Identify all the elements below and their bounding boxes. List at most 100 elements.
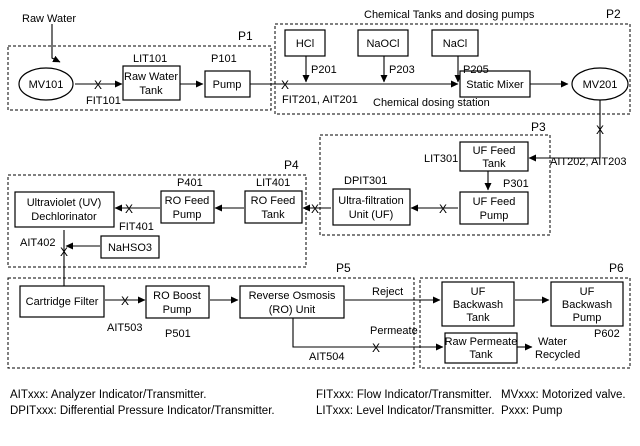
label-fit201-ait201: FIT201, AIT201 xyxy=(282,94,358,106)
flow-label-reject: Reject xyxy=(372,286,403,298)
legend-fit: FITxxx: Flow Indicator/Transmitter. xyxy=(316,389,492,401)
sensor-x-fit201: X xyxy=(281,78,289,92)
hcl-tank xyxy=(284,29,326,57)
uf-backwash-pump-label-3: Pump xyxy=(573,312,602,324)
nahso3-label: NaHSO3 xyxy=(108,242,152,254)
pump-p101-label: Pump xyxy=(213,79,242,91)
pump-p101 xyxy=(204,70,251,98)
mv101-valve xyxy=(18,67,74,101)
ro-boost-pump xyxy=(145,285,210,319)
ro-feed-tank-label-1: RO Feed xyxy=(251,195,296,207)
legend-lit: LITxxx: Level Indicator/Transmitter. xyxy=(316,405,495,417)
uv-label-2: Dechlorinator xyxy=(31,211,97,223)
stage-p1-box xyxy=(7,45,272,111)
legend-ait: AITxxx: Analyzer Indicator/Transmitter. xyxy=(10,389,206,401)
stage-p5-box xyxy=(7,277,415,369)
label-p203: P203 xyxy=(389,64,415,76)
raw-permeate-label-1: Raw Permeate xyxy=(445,336,518,348)
water-recycled-label-1: Water xyxy=(538,336,567,348)
raw-water-tank-label-1: Raw Water xyxy=(124,71,178,83)
uf-backwash-tank-label-2: Backwash xyxy=(453,299,503,311)
uf-feed-tank-label-2: Tank xyxy=(482,158,506,170)
sensor-x-fit401: X xyxy=(125,202,133,216)
stage-p1-label: P1 xyxy=(238,29,253,43)
ro-feed-pump xyxy=(160,190,215,224)
uv-label-1: Ultraviolet (UV) xyxy=(27,197,102,209)
ro-feed-pump-label-1: RO Feed xyxy=(165,195,210,207)
nacl-tank xyxy=(431,29,479,57)
uf-feed-tank xyxy=(459,141,529,172)
uf-unit xyxy=(332,188,411,226)
uf-feed-pump-label-1: UF Feed xyxy=(473,196,516,208)
stage-p2-box xyxy=(274,23,631,115)
naocl-tank-label: NaOCl xyxy=(366,38,399,50)
ro-feed-tank xyxy=(244,190,303,224)
stage-p5-label: P5 xyxy=(336,261,351,275)
uf-backwash-pump-label-2: Backwash xyxy=(562,299,612,311)
label-fit101: FIT101 xyxy=(86,95,121,107)
raw-permeate-tank xyxy=(444,332,518,364)
nacl-tank-label: NaCl xyxy=(443,38,467,50)
uf-backwash-tank xyxy=(441,281,515,327)
ro-feed-tank-label-2: Tank xyxy=(261,209,285,221)
label-lit301: LIT301 xyxy=(424,153,458,165)
mv201-valve xyxy=(571,67,629,101)
water-recycled-label-2: Recycled xyxy=(535,349,580,361)
label-p501: P501 xyxy=(165,328,191,340)
stage-p2-title: Chemical Tanks and dosing pumps xyxy=(364,9,535,21)
static-mixer-label: Static Mixer xyxy=(466,79,524,91)
label-p401: P401 xyxy=(177,177,203,189)
hcl-tank-label: HCl xyxy=(296,38,314,50)
stage-p4-label: P4 xyxy=(284,158,299,172)
uf-backwash-pump-label-1: UF xyxy=(580,286,595,298)
uf-unit-label-2: Unit (UF) xyxy=(349,209,394,221)
raw-water-label: Raw Water xyxy=(22,13,76,25)
stage-p6-label: P6 xyxy=(609,261,624,275)
flow-label-permeate: Permeate xyxy=(370,325,418,337)
label-p602: P602 xyxy=(594,328,620,340)
nahso3-tank xyxy=(100,235,160,259)
stage-p6-box xyxy=(419,277,631,369)
label-p201: P201 xyxy=(311,64,337,76)
ro-unit-label-1: Reverse Osmosis xyxy=(249,290,336,302)
label-p205: P205 xyxy=(463,64,489,76)
uf-backwash-pump xyxy=(550,281,624,327)
uf-backwash-tank-label-3: Tank xyxy=(466,312,490,324)
legend-mv: MVxxx: Motorized valve. xyxy=(501,389,626,401)
label-lit401: LIT401 xyxy=(256,177,290,189)
sensor-x-ait503: X xyxy=(121,294,129,308)
static-mixer xyxy=(459,70,531,98)
sensor-x-dpit301: X xyxy=(439,202,447,216)
sensor-x-ait402: X xyxy=(60,245,68,259)
uv-dechlorinator xyxy=(14,191,115,228)
uf-unit-label-1: Ultra-filtration xyxy=(338,195,403,207)
stage-p2-subtitle: Chemical dosing station xyxy=(373,97,490,109)
raw-water-tank-label-2: Tank xyxy=(139,85,163,97)
ro-feed-pump-label-2: Pump xyxy=(173,209,202,221)
raw-water-tank xyxy=(122,65,181,101)
mv201-label: MV201 xyxy=(583,79,618,91)
uf-feed-tank-label-1: UF Feed xyxy=(473,145,516,157)
sensor-x-ait202: X xyxy=(596,123,604,137)
uf-feed-pump-label-2: Pump xyxy=(480,210,509,222)
legend-dpit: DPITxxx: Differential Pressure Indicator… xyxy=(10,405,275,417)
ro-unit xyxy=(239,285,345,319)
sensor-x-fit101: X xyxy=(94,78,102,92)
sensor-x-ait504: X xyxy=(372,341,380,355)
label-dpit301: DPIT301 xyxy=(344,175,387,187)
label-ait504: AIT504 xyxy=(309,351,344,363)
stage-p3-label: P3 xyxy=(531,120,546,134)
flow-mv201-to-uf-feed-tank xyxy=(528,99,601,162)
mv101-label: MV101 xyxy=(29,79,64,91)
label-lit101: LIT101 xyxy=(133,53,167,65)
flow-ro-permeate xyxy=(292,318,444,351)
legend-p: Pxxx: Pump xyxy=(501,405,562,417)
cartridge-filter xyxy=(19,285,105,318)
label-fit401: FIT401 xyxy=(119,221,154,233)
cartridge-filter-label: Cartridge Filter xyxy=(26,296,99,308)
label-ait202-ait203: AIT202, AIT203 xyxy=(550,156,626,168)
ro-boost-label-1: RO Boost xyxy=(153,290,201,302)
stage-p3-box xyxy=(319,134,551,236)
stage-p2-label: P2 xyxy=(606,7,621,21)
